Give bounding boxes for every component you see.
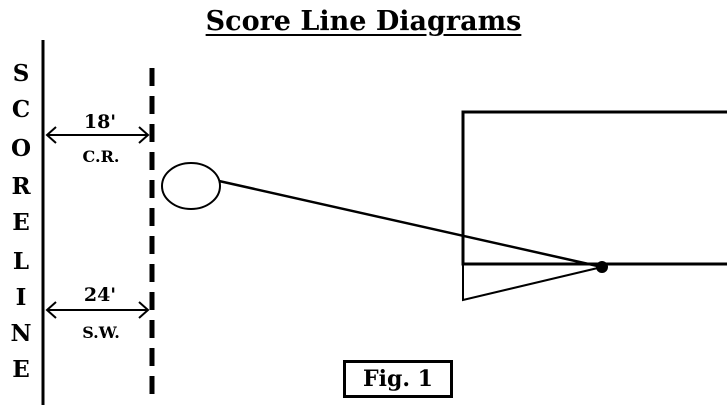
score-line-letter: E [12, 209, 30, 236]
score-line-letter: R [11, 173, 31, 200]
score-line-letter: N [10, 320, 32, 347]
dimension-arrow-cr [45, 126, 150, 144]
figure-label: Fig. 1 [343, 360, 453, 398]
dimension-label-cr: C.R. [82, 147, 120, 166]
rectangle-shape [461, 110, 727, 266]
score-line-letter: L [12, 248, 30, 275]
dimension-value-sw: 24' [83, 284, 117, 306]
connecting-line [218, 179, 603, 269]
score-line-letter: S [12, 60, 30, 87]
dimension-label-sw: S.W. [82, 323, 120, 342]
vertex-point [596, 261, 608, 273]
oval-shape [161, 162, 221, 210]
score-line-letter: I [15, 284, 27, 311]
dimension-arrow-sw [45, 301, 150, 319]
dimension-value-cr: 18' [83, 111, 117, 133]
score-line-letter: C [11, 96, 31, 123]
wedge-shape [462, 264, 603, 302]
diagram-title: Score Line Diagrams [205, 6, 522, 37]
score-line-letter: O [10, 135, 32, 162]
score-line-letter: E [12, 356, 30, 383]
